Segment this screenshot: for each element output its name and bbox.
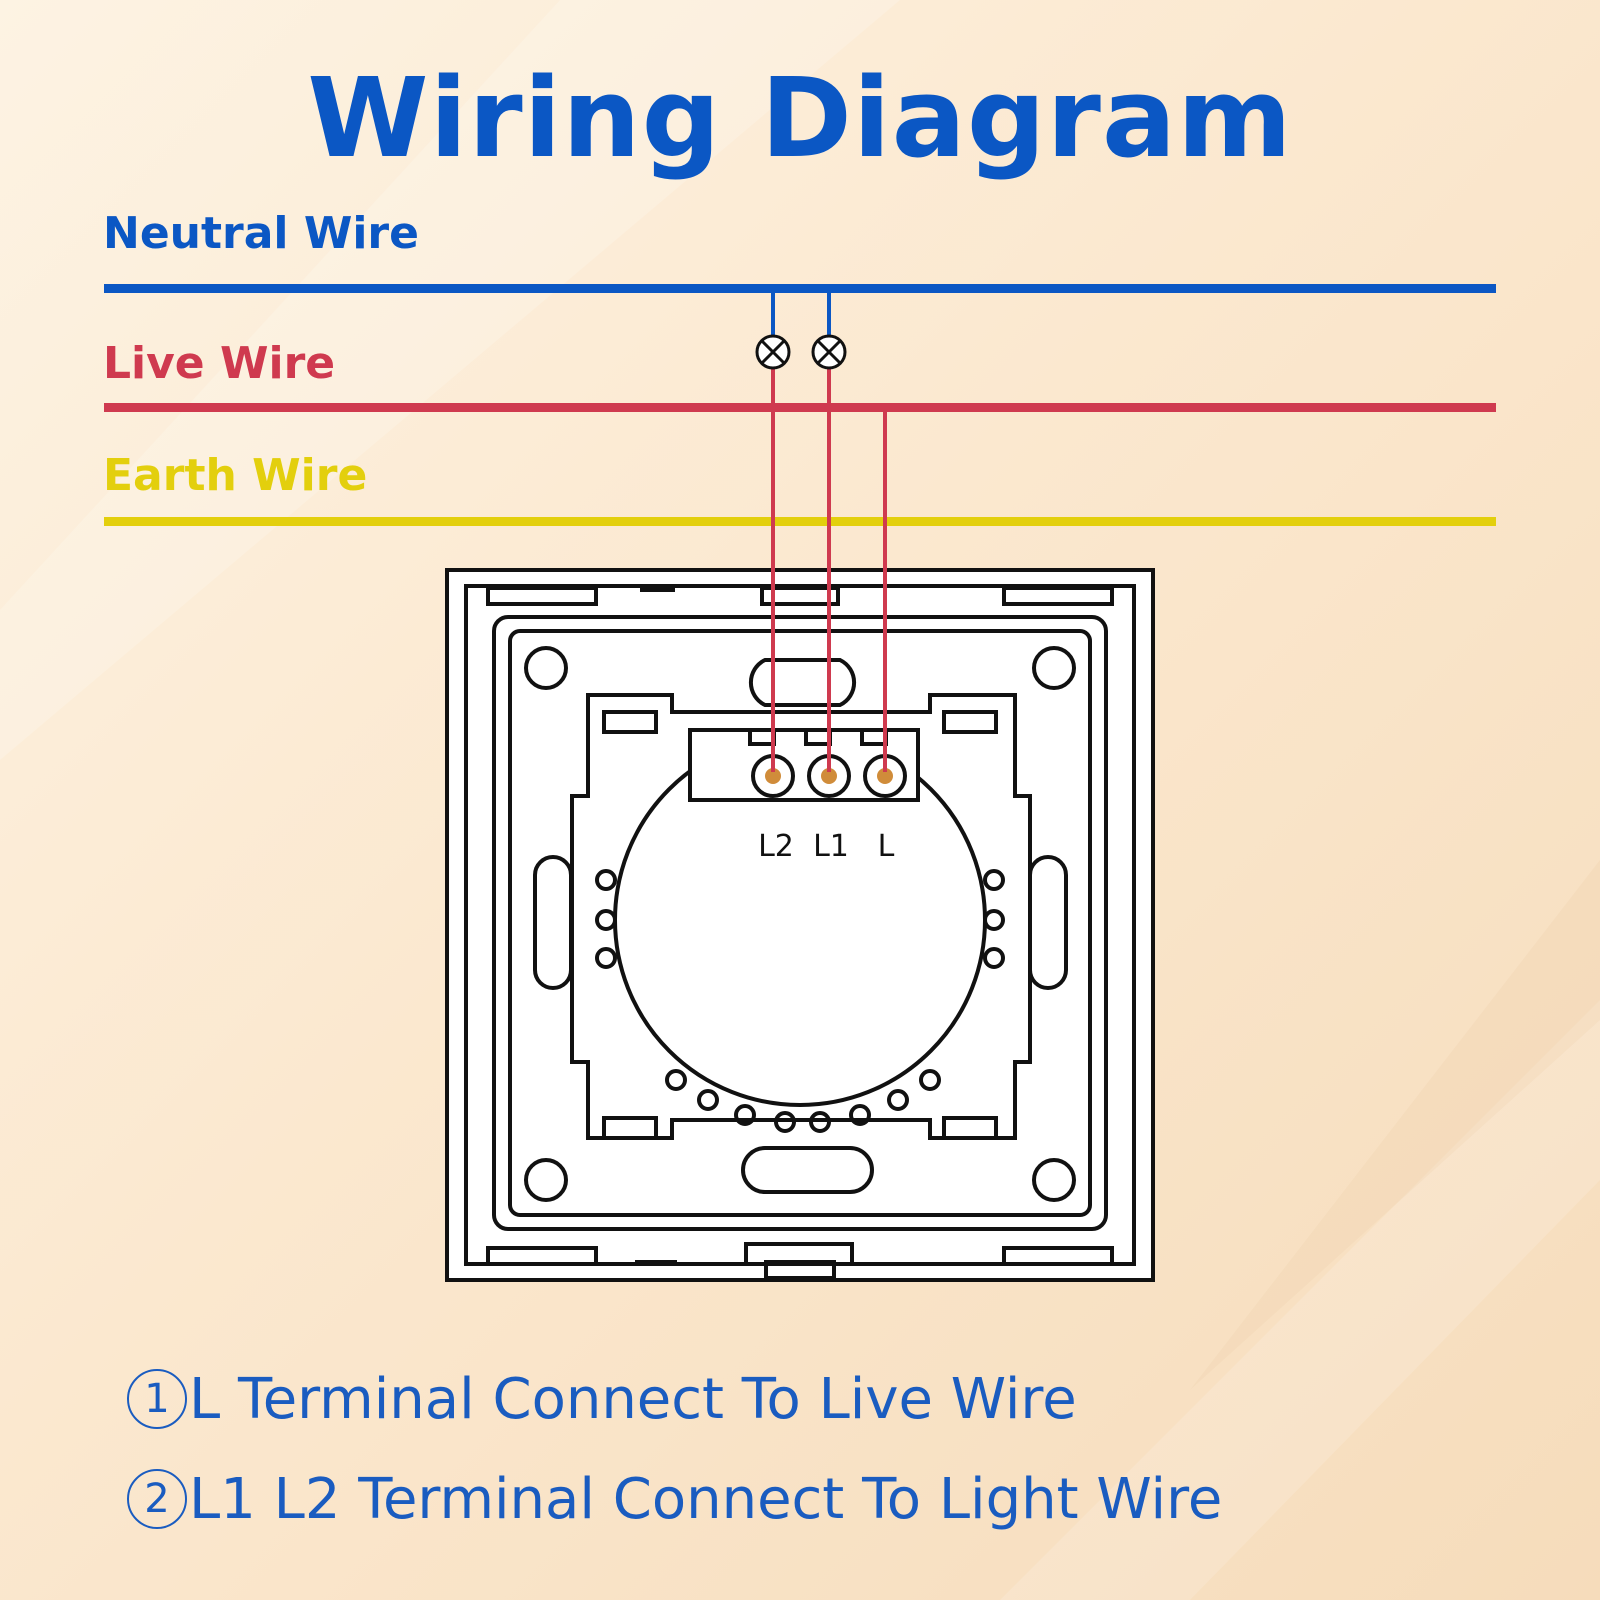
mechanism-frame (570, 693, 1032, 1140)
earth-wire-label: Earth Wire (103, 450, 368, 501)
lamp-icon (755, 334, 791, 370)
live-wire-line (104, 403, 1496, 412)
corner-hole-top-right (1032, 646, 1076, 690)
terminal-label-l2: L2 (758, 829, 794, 864)
live-wire-label: Live Wire (103, 338, 336, 389)
note-text-1: L Terminal Connect To Live Wire (189, 1367, 1077, 1432)
earth-wire-line (104, 517, 1496, 526)
bottom-mounting-slot (741, 1146, 874, 1194)
switch-outer-frame (445, 568, 1155, 1282)
top-mounting-slot (748, 658, 857, 707)
connection-wires (771, 290, 887, 772)
terminal-label-l: L (878, 829, 895, 864)
corner-hole-bottom-right (1032, 1158, 1076, 1202)
corner-hole-bottom-left (524, 1158, 568, 1202)
neutral-wire-line (104, 284, 1496, 293)
lamp-icon (811, 334, 847, 370)
page-title: Wiring Diagram (307, 54, 1293, 182)
note-text-2: L1 L2 Terminal Connect To Light Wire (189, 1467, 1223, 1532)
terminal-screws (751, 754, 907, 798)
terminal-label-l1: L1 (813, 829, 849, 864)
note-number-2: 2 (127, 1469, 187, 1529)
corner-hole-top-left (524, 646, 568, 690)
note-number-1: 1 (127, 1369, 187, 1429)
neutral-wire-label: Neutral Wire (103, 208, 419, 259)
right-mounting-slot (1028, 855, 1068, 990)
